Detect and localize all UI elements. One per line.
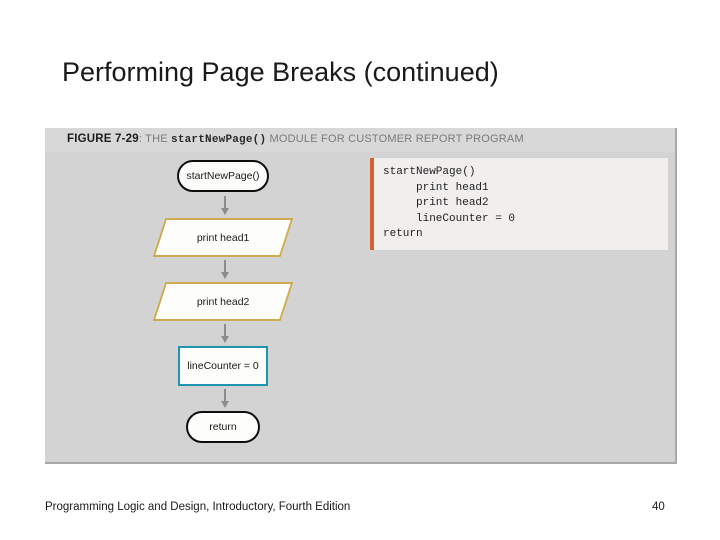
flowchart-node-label: return (209, 421, 237, 433)
figure-caption-module-name: startNewPage() (171, 134, 267, 146)
flowchart-node-print-head2: print head2 (152, 282, 294, 321)
flowchart-node-label: startNewPage() (186, 170, 260, 182)
down-arrow-icon (220, 196, 230, 216)
down-arrow-icon (220, 324, 230, 344)
figure-caption-bar (45, 128, 675, 152)
flowchart-node-line-counter: lineCounter = 0 (178, 346, 268, 386)
page-title: Performing Page Breaks (continued) (62, 57, 499, 87)
code-line: startNewPage() (383, 166, 476, 178)
code-line: print head1 (383, 181, 489, 194)
code-line: print head2 (383, 197, 489, 209)
figure-number: FIGURE 7-29 (67, 133, 139, 145)
flowchart-node-print-head1: print head1 (152, 218, 294, 257)
flowchart-node-label: print head1 (196, 231, 250, 244)
pseudocode-block: startNewPage() print head1 print head2 l… (370, 158, 668, 250)
code-line: lineCounter = 0 (383, 212, 516, 225)
figure-panel: FIGURE 7-29: THE startNewPage() MODULE F… (45, 128, 677, 464)
footer-page-number: 40 (652, 501, 665, 513)
figure-caption-the: : THE (138, 133, 172, 145)
code-line: return (383, 228, 423, 240)
flowchart-node-start-terminator: startNewPage() (177, 160, 269, 192)
footer-source-text: Programming Logic and Design, Introducto… (45, 501, 351, 513)
figure-caption-rest: MODULE FOR CUSTOMER REPORT PROGRAM (266, 133, 524, 145)
flowchart-node-label: lineCounter = 0 (187, 360, 259, 372)
flowchart: startNewPage() print head1 print head2 (123, 160, 323, 460)
down-arrow-icon (220, 260, 230, 280)
figure-caption: FIGURE 7-29: THE startNewPage() MODULE F… (67, 133, 524, 146)
flowchart-node-label: print head2 (196, 295, 250, 308)
down-arrow-icon (220, 389, 230, 409)
flowchart-node-return-terminator: return (186, 411, 260, 443)
